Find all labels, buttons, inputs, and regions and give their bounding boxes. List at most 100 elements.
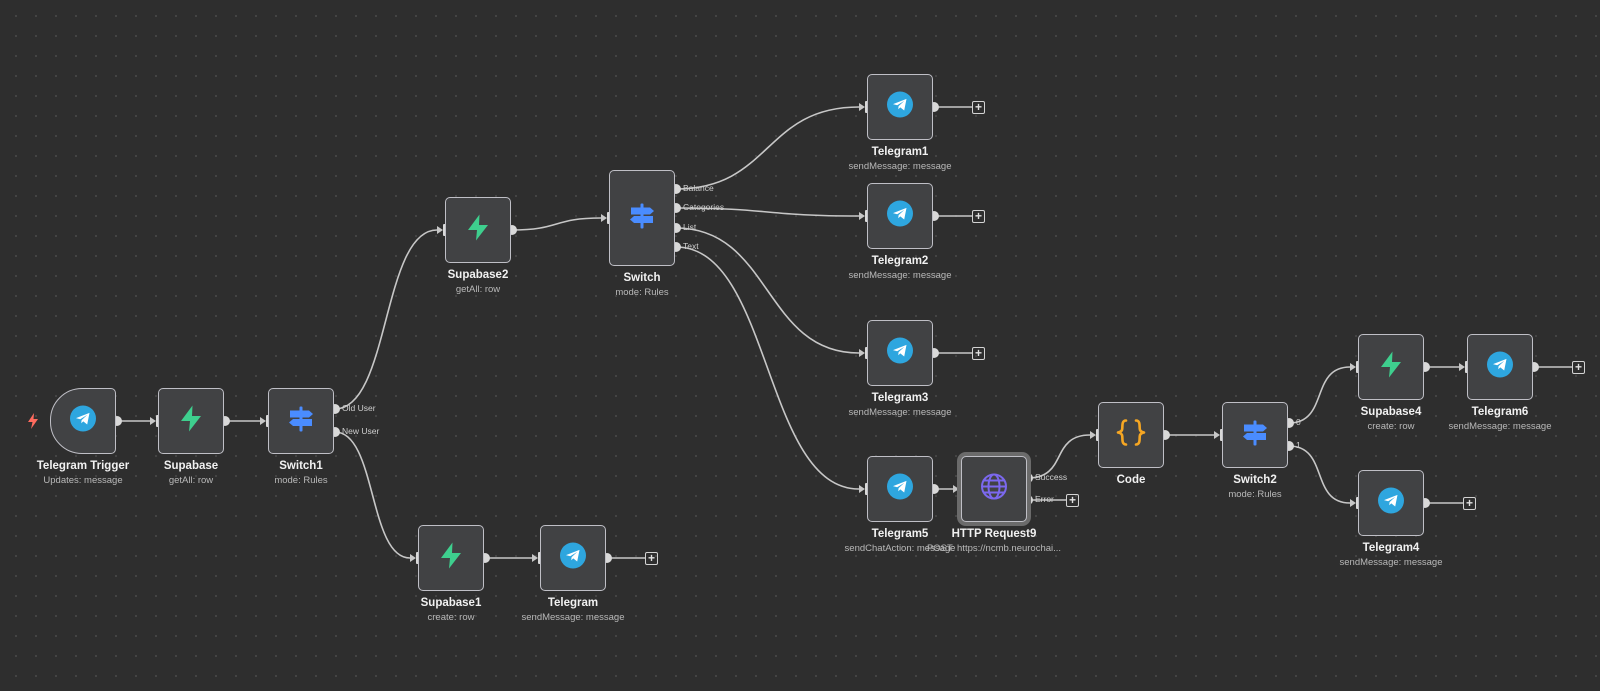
node-subtitle: POST: https://ncmb.neurochai... — [926, 543, 1062, 554]
node-subtitle: sendMessage: message — [848, 161, 952, 172]
edge-arrow — [410, 554, 416, 562]
node-title: Telegram5 — [871, 528, 929, 540]
output-label: Categories — [683, 202, 725, 212]
node-switch2[interactable] — [1222, 402, 1288, 468]
node-subtitle: sendChatAction: message — [844, 543, 956, 554]
node-telegram1[interactable] — [867, 74, 933, 140]
node-http-request9[interactable] — [961, 456, 1027, 522]
edge-arrow — [1350, 499, 1356, 507]
output-label: Text — [683, 241, 699, 251]
telegram-icon — [886, 473, 914, 506]
node-subtitle: sendMessage: message — [848, 407, 952, 418]
edge-arrow — [859, 349, 865, 357]
switch-icon — [286, 404, 316, 439]
supabase-icon — [177, 404, 205, 439]
edge-arrow — [1214, 431, 1220, 439]
add-node-button[interactable]: + — [972, 346, 985, 360]
node-telegram6[interactable] — [1467, 334, 1533, 400]
output-label: 0 — [1296, 417, 1301, 427]
output-label: 1 — [1296, 440, 1301, 450]
globe-icon — [979, 472, 1009, 507]
edge-switch1-to-supabase1[interactable] — [334, 431, 411, 559]
supabase-icon — [437, 541, 465, 576]
node-supabase1[interactable] — [418, 525, 484, 591]
edge-arrow — [437, 226, 443, 234]
output-label: Old User — [342, 403, 376, 413]
edge-switch-to-telegram3[interactable] — [675, 227, 860, 354]
switch-icon — [627, 201, 657, 236]
node-switch1[interactable] — [268, 388, 334, 454]
output-label: Success — [1035, 472, 1068, 482]
edge-arrow — [150, 417, 156, 425]
telegram-icon — [1486, 351, 1514, 384]
edge-arrow — [1090, 431, 1096, 439]
node-subtitle: mode: Rules — [615, 287, 669, 298]
node-supabase2[interactable] — [445, 197, 511, 263]
edge-switch2-to-telegram4[interactable] — [1288, 445, 1351, 504]
node-telegram3[interactable] — [867, 320, 933, 386]
output-label: List — [683, 222, 697, 232]
edge-arrow — [859, 103, 865, 111]
node-title: Supabase4 — [1360, 406, 1422, 418]
node-subtitle: Updates: message — [43, 475, 123, 486]
trigger-bolt-icon — [27, 412, 39, 435]
add-node-button[interactable]: + — [1066, 493, 1079, 507]
edge-arrow — [1350, 363, 1356, 371]
node-telegram5[interactable] — [867, 456, 933, 522]
code-braces-icon — [1115, 418, 1147, 453]
node-title: Supabase1 — [420, 597, 482, 609]
node-telegram[interactable] — [540, 525, 606, 591]
node-title: Telegram1 — [871, 146, 929, 158]
node-telegram2[interactable] — [867, 183, 933, 249]
node-switch[interactable] — [609, 170, 675, 266]
telegram-icon — [886, 337, 914, 370]
node-title: Switch2 — [1233, 474, 1277, 486]
node-title: Switch — [623, 272, 661, 284]
node-title: Supabase2 — [447, 269, 509, 281]
supabase-icon — [1377, 350, 1405, 385]
node-subtitle: getAll: row — [168, 475, 214, 486]
node-code[interactable] — [1098, 402, 1164, 468]
edge-switch-to-telegram5[interactable] — [675, 246, 860, 490]
edge-arrow — [953, 485, 959, 493]
telegram-icon — [1377, 487, 1405, 520]
telegram-icon — [886, 91, 914, 124]
node-title: Telegram3 — [871, 392, 929, 404]
add-node-button[interactable]: + — [972, 100, 985, 114]
node-title: Telegram Trigger — [36, 460, 130, 472]
node-title: Telegram6 — [1471, 406, 1529, 418]
node-subtitle: mode: Rules — [274, 475, 328, 486]
edge-switch-to-telegram2[interactable] — [675, 207, 860, 217]
add-node-button[interactable]: + — [972, 209, 985, 223]
node-supabase4[interactable] — [1358, 334, 1424, 400]
edge-http-request9-to-code[interactable] — [1027, 434, 1091, 479]
edge-arrow — [859, 212, 865, 220]
add-node-button[interactable]: + — [1463, 496, 1476, 510]
output-label: Error — [1035, 494, 1054, 504]
node-title: Switch1 — [279, 460, 323, 472]
edge-arrow — [859, 485, 865, 493]
node-subtitle: create: row — [1367, 421, 1415, 432]
edge-arrow — [1459, 363, 1465, 371]
edge-switch-to-telegram1[interactable] — [675, 106, 860, 190]
node-subtitle: mode: Rules — [1228, 489, 1282, 500]
node-telegram-trigger[interactable] — [50, 388, 116, 454]
node-subtitle: sendMessage: message — [1448, 421, 1552, 432]
node-title: Supabase — [163, 460, 219, 472]
output-label: New User — [342, 426, 380, 436]
switch-icon — [1240, 418, 1270, 453]
edge-switch1-to-supabase2[interactable] — [334, 229, 438, 410]
node-title: Telegram2 — [871, 255, 929, 267]
telegram-icon — [69, 405, 97, 438]
output-label: Balance — [683, 183, 714, 193]
edge-supabase2-to-switch[interactable] — [511, 217, 602, 231]
node-title: Telegram — [547, 597, 599, 609]
add-node-button[interactable]: + — [1572, 360, 1585, 374]
edge-switch2-to-supabase4[interactable] — [1288, 366, 1351, 424]
node-telegram4[interactable] — [1358, 470, 1424, 536]
add-node-button[interactable]: + — [645, 551, 658, 565]
node-supabase[interactable] — [158, 388, 224, 454]
telegram-icon — [886, 200, 914, 233]
edge-arrow — [601, 214, 607, 222]
